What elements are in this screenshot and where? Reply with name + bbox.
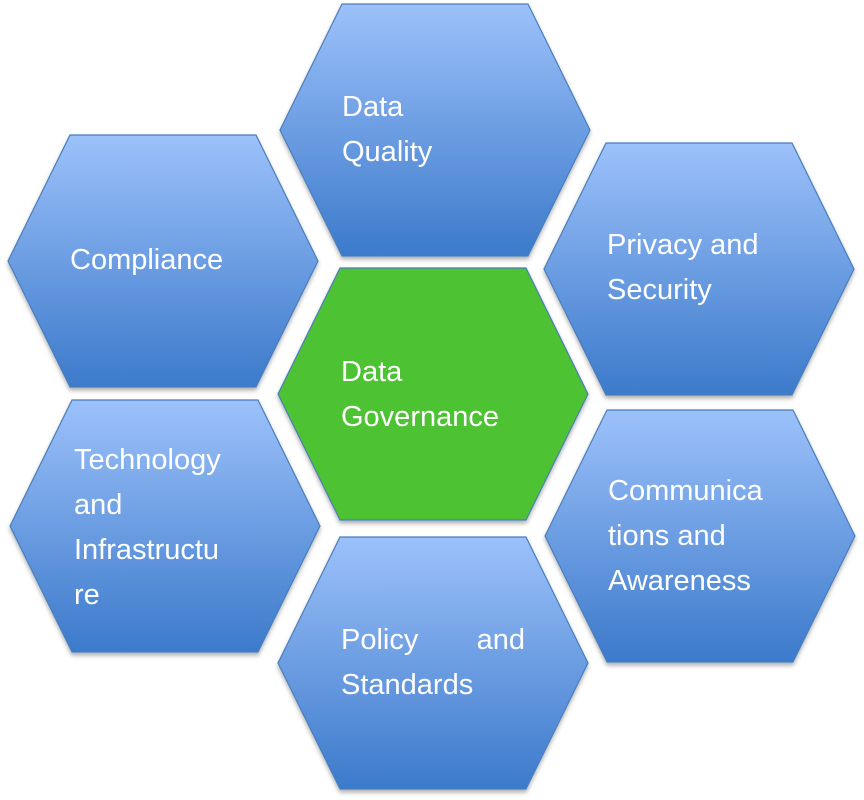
label-line: Governance [341,401,499,433]
hexagon-center [277,267,589,521]
label-line: Quality [342,136,433,168]
hex-label-policy: Policy and Standards [341,618,525,708]
hex-label-technology: Technology and Infrastructu re [74,438,221,618]
hex-label-privacy: Privacy and Security [607,223,759,313]
label-line: Data [341,356,403,388]
label-line: Awareness [608,565,751,597]
label-line: Compliance [70,244,224,276]
label-line: Data [342,91,404,123]
hexagon-technology [9,399,321,653]
hex-label-center: Data Governance [341,350,499,440]
hex-label-compliance: Compliance [70,238,223,283]
hexagon-compliance [7,134,319,388]
label-line: Infrastructu [74,534,220,566]
hexagon-policy [277,536,589,790]
label-line: tions and [608,520,726,552]
label-line: re [74,579,100,611]
label-line: Security [607,274,712,306]
label-line: Policy and [341,624,525,656]
hexagon-privacy [543,142,855,396]
label-line: Standards [341,669,474,701]
hex-label-quality: Data Quality [342,85,432,175]
hex-label-communications: Communica tions and Awareness [608,469,763,604]
label-line: Privacy and [607,229,759,261]
label-line: and [74,489,123,521]
hexagon-communications [544,409,856,663]
label-line: Technology [74,444,221,476]
hexagon-quality [279,3,591,257]
label-line: Communica [608,475,763,507]
